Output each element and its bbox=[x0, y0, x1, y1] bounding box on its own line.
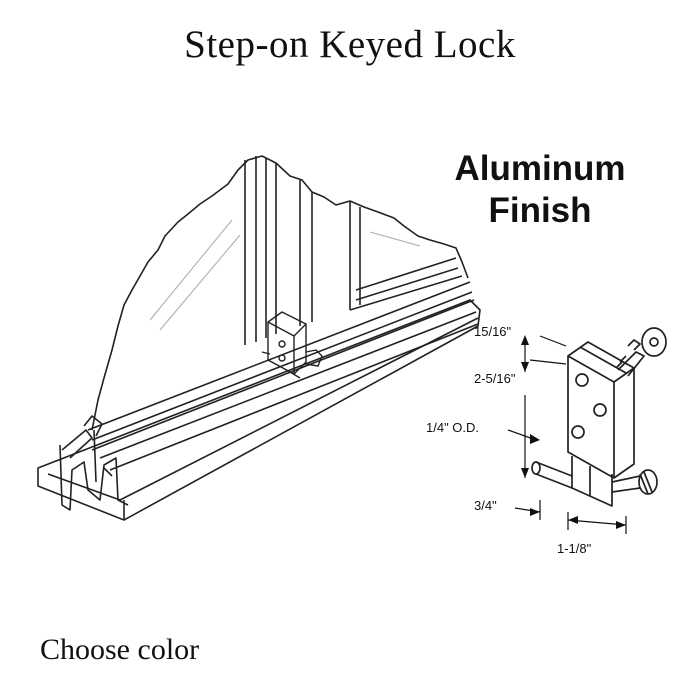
dimension-arrows bbox=[521, 335, 626, 529]
lock-detail bbox=[531, 327, 667, 507]
finish-label: Aluminum Finish bbox=[410, 148, 670, 232]
dimension-1-1-8: 1-1/8" bbox=[557, 541, 592, 556]
dimension-3-4: 3/4" bbox=[474, 498, 497, 513]
track-base-edge bbox=[37, 299, 481, 521]
dimension-2-5-16: 2-5/16" bbox=[474, 371, 516, 386]
installed-lock bbox=[261, 311, 323, 379]
glass-panel-outline bbox=[91, 155, 469, 431]
finish-line-2: Finish bbox=[488, 191, 592, 230]
finish-line-1: Aluminum bbox=[454, 149, 626, 188]
choose-color-link[interactable]: Choose color bbox=[40, 633, 200, 666]
dimension-1-4-od: 1/4" O.D. bbox=[426, 420, 479, 435]
page-title: Step-on Keyed Lock bbox=[184, 23, 516, 66]
dimension-15-16: 15/16" bbox=[474, 324, 512, 339]
